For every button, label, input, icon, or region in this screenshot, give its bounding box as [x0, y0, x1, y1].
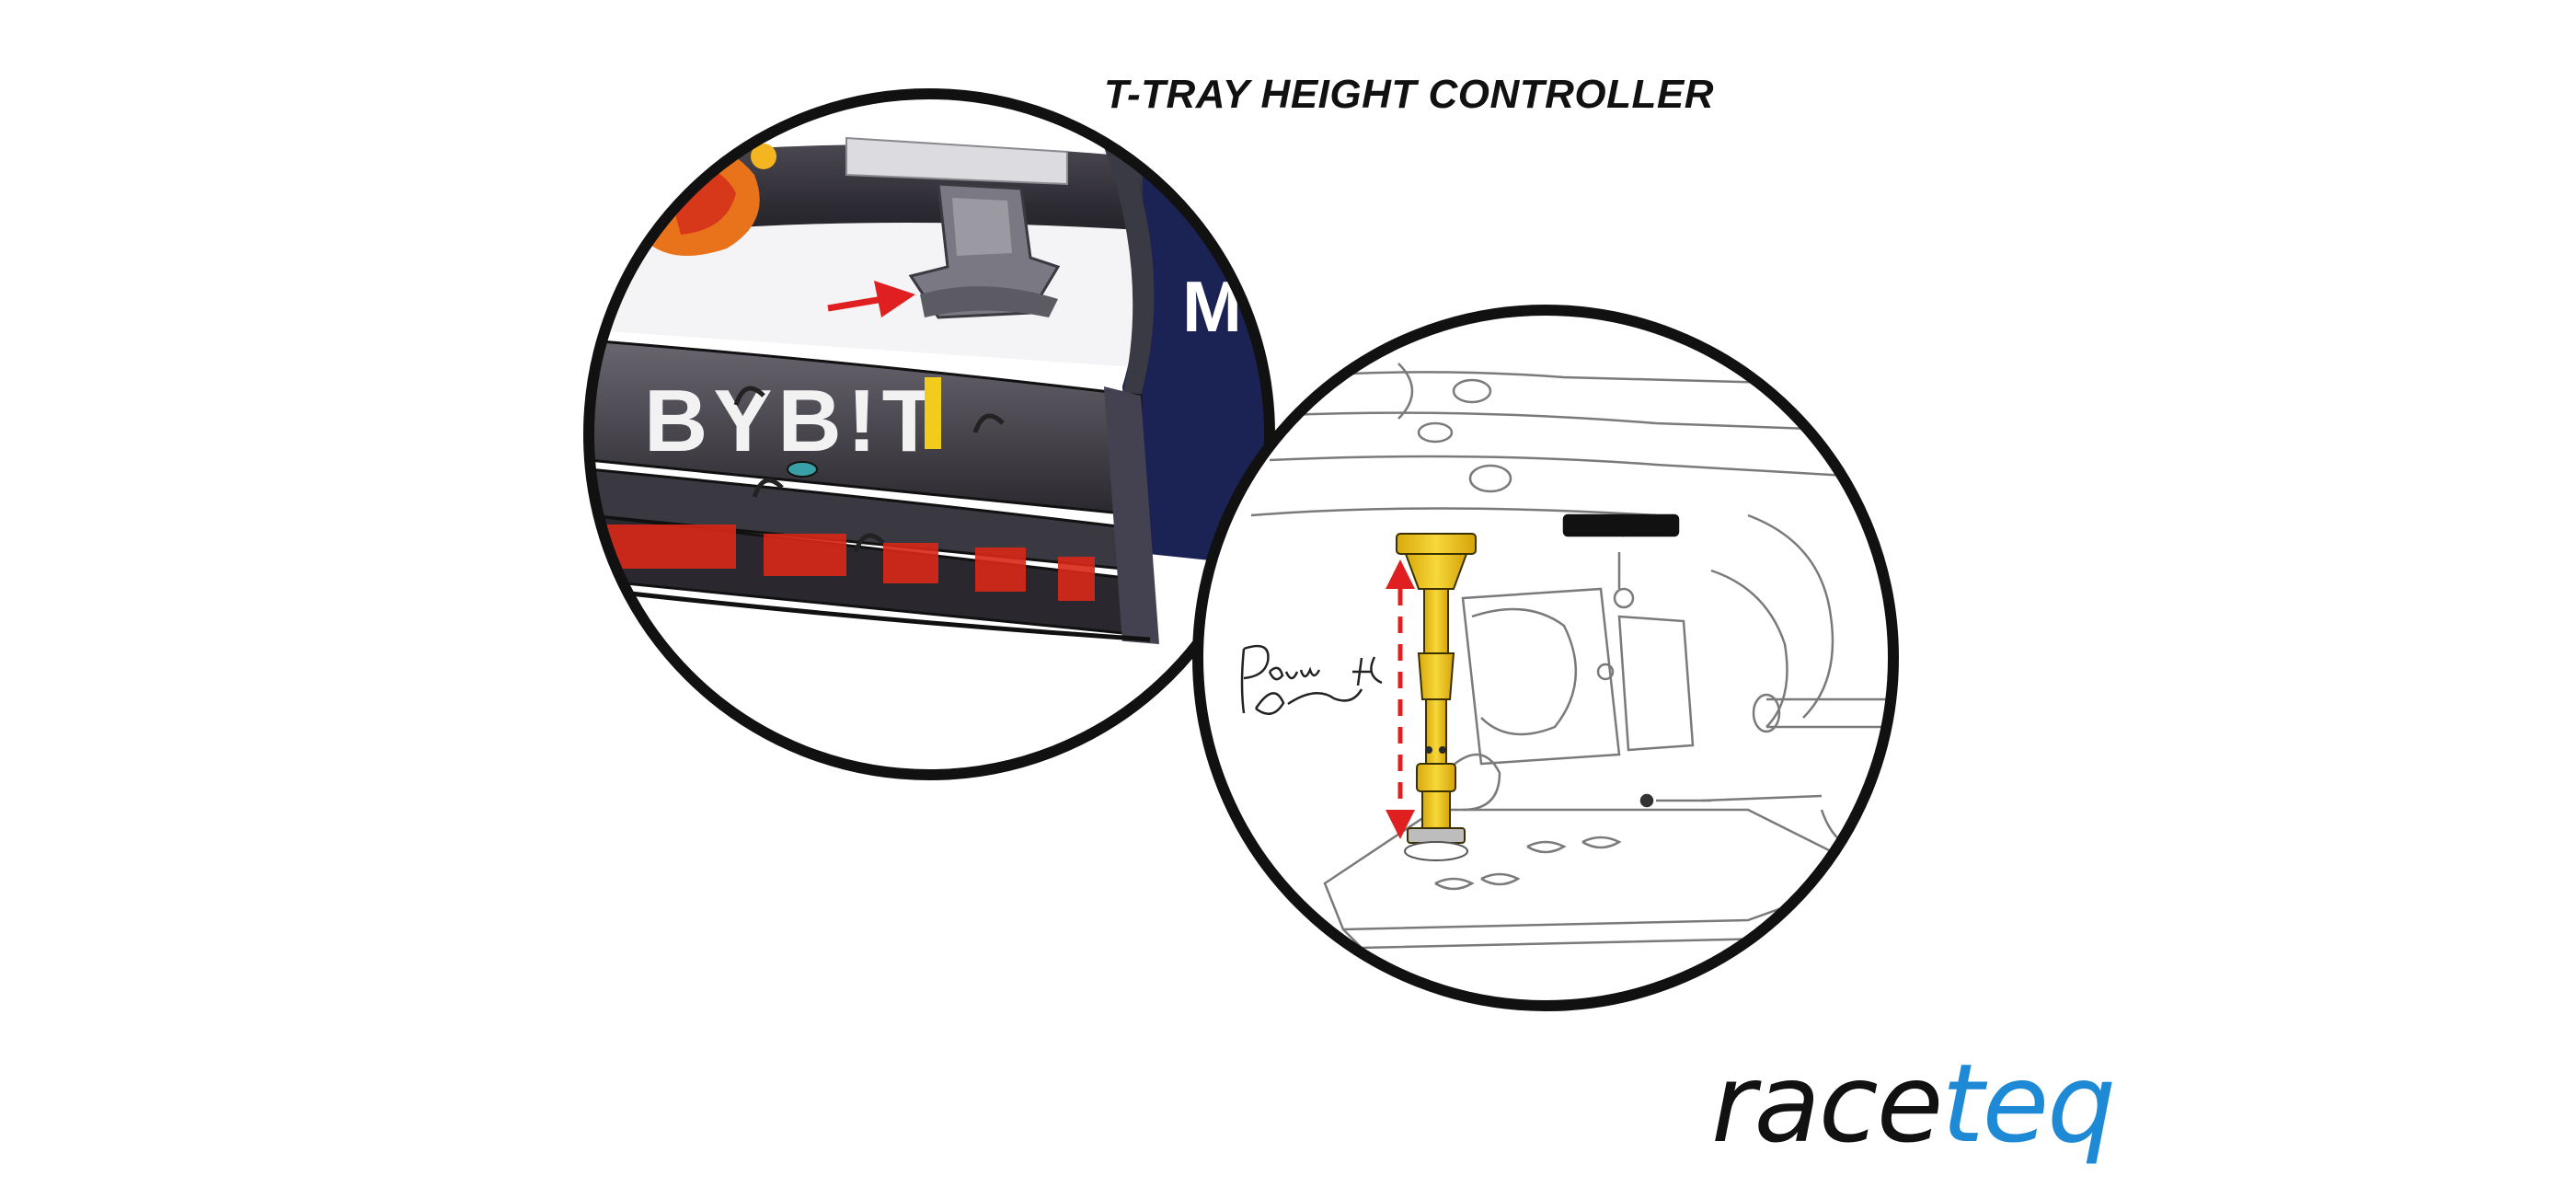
height-controller-part	[1396, 533, 1477, 861]
red-sponsor-fragments	[607, 525, 1095, 601]
logo-race-text: race	[1711, 1040, 1943, 1167]
height-adjust-arrow	[1386, 559, 1415, 839]
artist-signature	[1240, 644, 1383, 715]
lower-callout	[1192, 305, 1899, 1011]
sponsor-bybit: BYB!T	[644, 372, 941, 470]
logo-teq-text: teq	[1941, 1040, 2116, 1167]
page-title: T-TRAY HEIGHT CONTROLLER	[1104, 72, 1715, 117]
pointer-arrow	[827, 281, 915, 317]
upper-callout: Mc BYB!T	[583, 88, 1275, 780]
raceteq-logo: raceteq	[1711, 1040, 2116, 1167]
controller-tower	[908, 182, 1061, 319]
